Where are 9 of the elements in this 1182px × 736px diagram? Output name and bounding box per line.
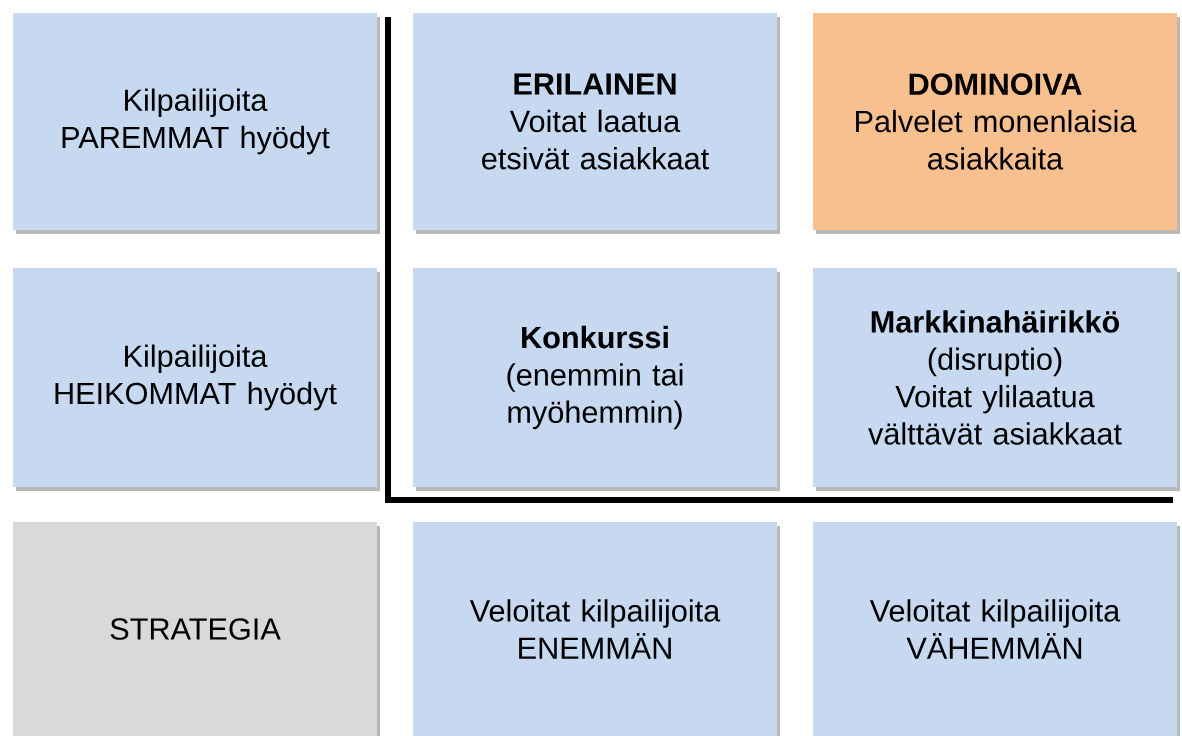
quadrant-box: DOMINOIVA Palvelet monenlaisia asiakkaita [813,13,1180,234]
label-box: STRATEGIA [13,522,380,736]
quadrant-box: Konkurssi (enemmin tai myöhemmin) [413,268,780,491]
label-box: Veloitat kilpailijoita VÄHEMMÄN [813,522,1180,736]
label-box: Kilpailijoita PAREMMAT hyödyt [13,13,380,234]
label-box: Kilpailijoita HEIKOMMAT hyödyt [13,268,380,491]
label-box: Veloitat kilpailijoita ENEMMÄN [413,522,780,736]
quadrant-box: Markkinahäirikkö (disruptio) Voitat ylilaatua välttävät asiakkaat [813,268,1180,491]
quadrant-box: ERILAINEN Voitat laatua etsivät asiakkaat [413,13,780,234]
